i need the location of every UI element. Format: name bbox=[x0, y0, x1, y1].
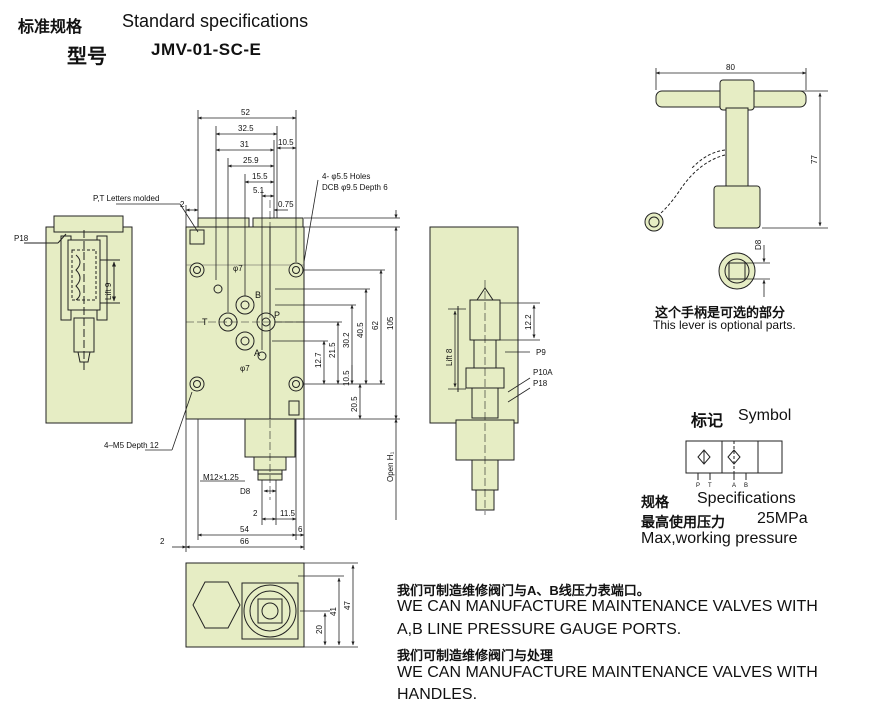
specs-label-cn: 规格 bbox=[641, 494, 669, 510]
symbol-port-t: T bbox=[708, 483, 712, 489]
callout-dcb: DCB φ9.5 Depth 6 bbox=[322, 183, 388, 192]
callout-p10a: P10A bbox=[533, 368, 553, 377]
dim-2-bottom: 2 bbox=[253, 509, 258, 518]
left-side-view bbox=[24, 215, 133, 424]
dim-66: 66 bbox=[240, 537, 249, 546]
bottom-view bbox=[185, 562, 358, 648]
dim-40-5: 40.5 bbox=[356, 322, 365, 338]
port-a: A bbox=[254, 348, 260, 358]
dim-11-5: 11.5 bbox=[280, 509, 296, 518]
right-side-view bbox=[429, 226, 540, 515]
dim-6: 6 bbox=[298, 525, 303, 534]
dim-20: 20 bbox=[315, 625, 324, 634]
dim-12-7: 12.7 bbox=[314, 352, 323, 368]
dim-80: 80 bbox=[726, 63, 735, 72]
dim-62: 62 bbox=[371, 321, 380, 330]
port-t: T bbox=[202, 317, 208, 327]
port-b: B bbox=[255, 290, 261, 300]
hydraulic-symbol bbox=[685, 440, 783, 480]
title-en: Standard specifications bbox=[122, 11, 309, 31]
dim-lift9: Lift 9 bbox=[104, 282, 113, 300]
phi7-top: φ7 bbox=[233, 264, 243, 273]
callout-p18-left: P18 bbox=[14, 234, 29, 243]
note-1-en-line2: A,B LINE PRESSURE GAUGE PORTS. bbox=[397, 621, 682, 638]
pressure-label-en: Max,working pressure bbox=[641, 530, 798, 547]
lever-note-cn: 这个手柄是可选的部分 bbox=[655, 305, 786, 320]
callout-holes: 4- φ5.5 Holes bbox=[322, 172, 370, 181]
dim-54: 54 bbox=[240, 525, 249, 534]
dim-105: 105 bbox=[386, 316, 395, 330]
callout-p18-right: P18 bbox=[533, 379, 548, 388]
pressure-label-cn: 最高使用压力 bbox=[641, 514, 725, 530]
callout-d8: D8 bbox=[240, 487, 251, 496]
symbol-port-p: P bbox=[696, 483, 700, 489]
lever-drawing bbox=[644, 68, 828, 297]
note-1-en-line1: WE CAN MANUFACTURE MAINTENANCE VALVES WI… bbox=[397, 598, 818, 615]
dim-2-top: 2 bbox=[180, 200, 185, 209]
front-dimensions bbox=[116, 110, 400, 552]
note-1-cn: 我们可制造维修阀门与A、B线压力表端口。 bbox=[397, 583, 650, 598]
symbol-port-a: A bbox=[732, 483, 736, 489]
title-cn: 标准规格 bbox=[18, 19, 83, 36]
note-2-en-line1: WE CAN MANUFACTURE MAINTENANCE VALVES WI… bbox=[397, 664, 818, 681]
symbol-label-cn: 标记 bbox=[691, 413, 724, 430]
pressure-value: 25MPa bbox=[757, 510, 808, 527]
lever-note-en: This lever is optional parts. bbox=[653, 318, 796, 332]
note-2-en-line2: HANDLES. bbox=[397, 686, 478, 703]
dim-30-2: 30.2 bbox=[342, 332, 351, 348]
dim-15-5: 15.5 bbox=[252, 172, 268, 181]
model-number: JMV-01-SC-E bbox=[151, 40, 262, 59]
port-p: P bbox=[274, 310, 280, 320]
phi7-bottom: φ7 bbox=[240, 364, 250, 373]
dim-31: 31 bbox=[240, 140, 249, 149]
dim-77: 77 bbox=[810, 155, 819, 164]
dim-d8-lever: D8 bbox=[754, 239, 763, 250]
symbol-port-b: B bbox=[744, 483, 748, 489]
specs-label-en: Specifications bbox=[697, 490, 796, 507]
dim-25-9: 25.9 bbox=[243, 156, 259, 165]
dim-32-5: 32.5 bbox=[238, 124, 254, 133]
callout-m5: 4–M5 Depth 12 bbox=[104, 441, 159, 450]
callout-p9: P9 bbox=[536, 348, 546, 357]
symbol-label-en: Symbol bbox=[738, 407, 792, 424]
dim-10-5-vertical: 10.5 bbox=[342, 370, 351, 386]
dim-open-h: Open H₁ bbox=[386, 451, 395, 482]
dim-41: 41 bbox=[329, 607, 338, 616]
dim-10-5: 10.5 bbox=[278, 138, 294, 147]
callout-m12: M12×1.25 bbox=[203, 473, 239, 482]
dim-47: 47 bbox=[343, 601, 352, 610]
note-2-cn: 我们可制造维修阀门与处理 bbox=[397, 648, 554, 663]
dim-12-2: 12.2 bbox=[524, 314, 533, 330]
dim-52: 52 bbox=[241, 108, 250, 117]
callout-pt-letters: P,T Letters molded bbox=[93, 194, 159, 203]
dim-0-75: 0.75 bbox=[278, 200, 294, 209]
dim-20-5: 20.5 bbox=[350, 396, 359, 412]
model-label: 型号 bbox=[67, 46, 107, 68]
dim-lift8: Lift 8 bbox=[445, 348, 454, 366]
dim-21-5: 21.5 bbox=[328, 342, 337, 358]
dim-2-left: 2 bbox=[160, 537, 165, 546]
dim-5-1: 5.1 bbox=[253, 186, 265, 195]
